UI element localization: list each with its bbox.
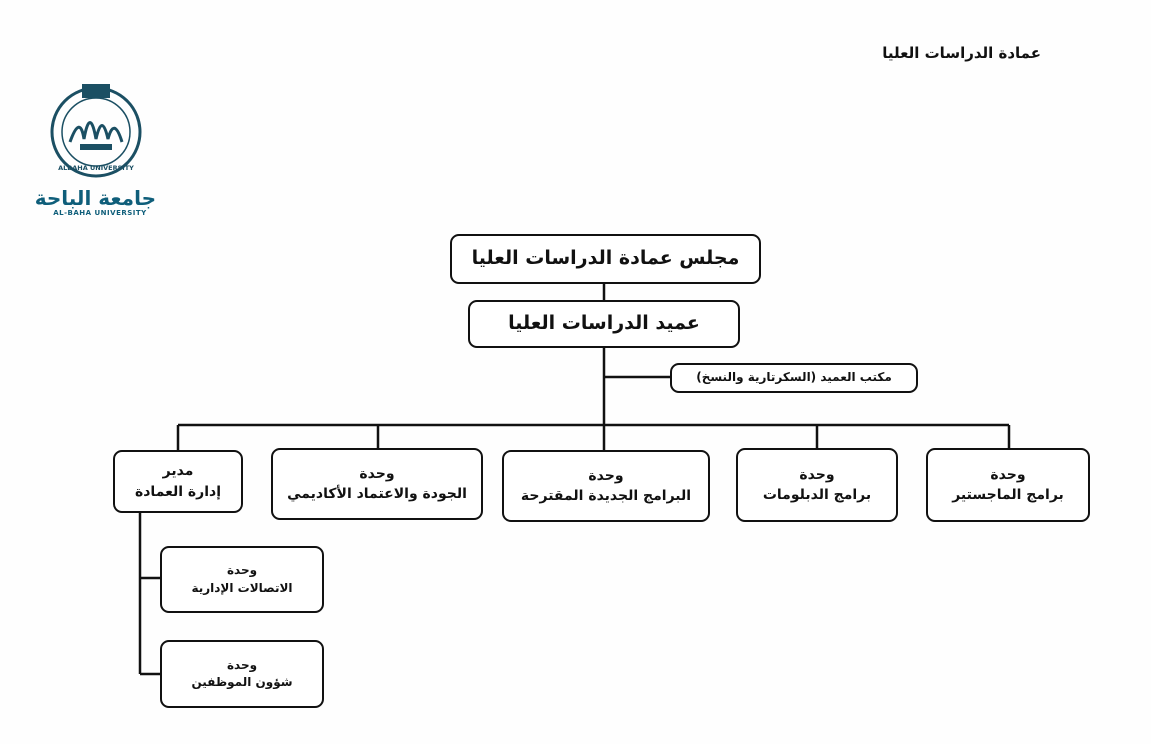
sub-unit-box-personnel: وحدة شؤون الموظفين	[160, 640, 324, 708]
unit-box-quality: وحدة الجودة والاعتماد الأكاديمي	[271, 448, 483, 520]
logo-name-arabic: جامعة الباحة	[34, 186, 156, 210]
sub-unit-personnel-line2: شؤون الموظفين	[191, 675, 293, 689]
council-label: مجلس عمادة الدراسات العليا	[471, 247, 740, 270]
sub-unit-personnel-line1: وحدة	[226, 657, 258, 672]
sub-unit-box-communications: وحدة الاتصالات الإدارية	[160, 546, 324, 613]
unit-box-masters: وحدة برامج الماجستير	[926, 448, 1090, 522]
unit-quality-line2: الجودة والاعتماد الأكاديمي	[287, 486, 467, 502]
dean-office-box: مكتب العميد (السكرتارية والنسخ)	[670, 363, 918, 393]
page-header-title: عمادة الدراسات العليا	[882, 44, 1041, 62]
logo-name-latin: AL-BAHA UNIVERSITY	[53, 209, 147, 217]
admin-line1: مدير	[162, 463, 194, 480]
council-box: مجلس عمادة الدراسات العليا	[450, 234, 761, 284]
unit-new-programs-line1: وحدة	[588, 467, 624, 484]
sub-unit-communications-line1: وحدة	[226, 563, 258, 578]
logo-seal-text: ALBAHA UNIVERSITY	[58, 164, 134, 172]
unit-box-diplomas: وحدة برامج الدبلومات	[736, 448, 898, 522]
dean-box: عميد الدراسات العليا	[468, 300, 740, 348]
unit-box-new-programs: وحدة البرامج الجديدة المقترحة	[502, 450, 710, 522]
sub-unit-communications-line2: الاتصالات الإدارية	[191, 580, 293, 595]
admin-box: مدير إدارة العمادة	[113, 450, 243, 513]
unit-diplomas-line2: برامج الدبلومات	[762, 487, 872, 503]
admin-line2: إدارة العمادة	[134, 483, 222, 500]
unit-masters-line1: وحدة	[990, 466, 1026, 483]
dean-label: عميد الدراسات العليا	[508, 312, 700, 335]
dean-office-label: مكتب العميد (السكرتارية والنسخ)	[696, 370, 892, 385]
unit-diplomas-line1: وحدة	[799, 466, 835, 483]
unit-masters-line2: برامج الماجستير	[952, 487, 1064, 503]
unit-quality-line1: وحدة	[359, 465, 395, 482]
unit-new-programs-line2: البرامج الجديدة المقترحة	[520, 488, 692, 504]
university-logo: ALBAHA UNIVERSITY	[50, 84, 142, 178]
